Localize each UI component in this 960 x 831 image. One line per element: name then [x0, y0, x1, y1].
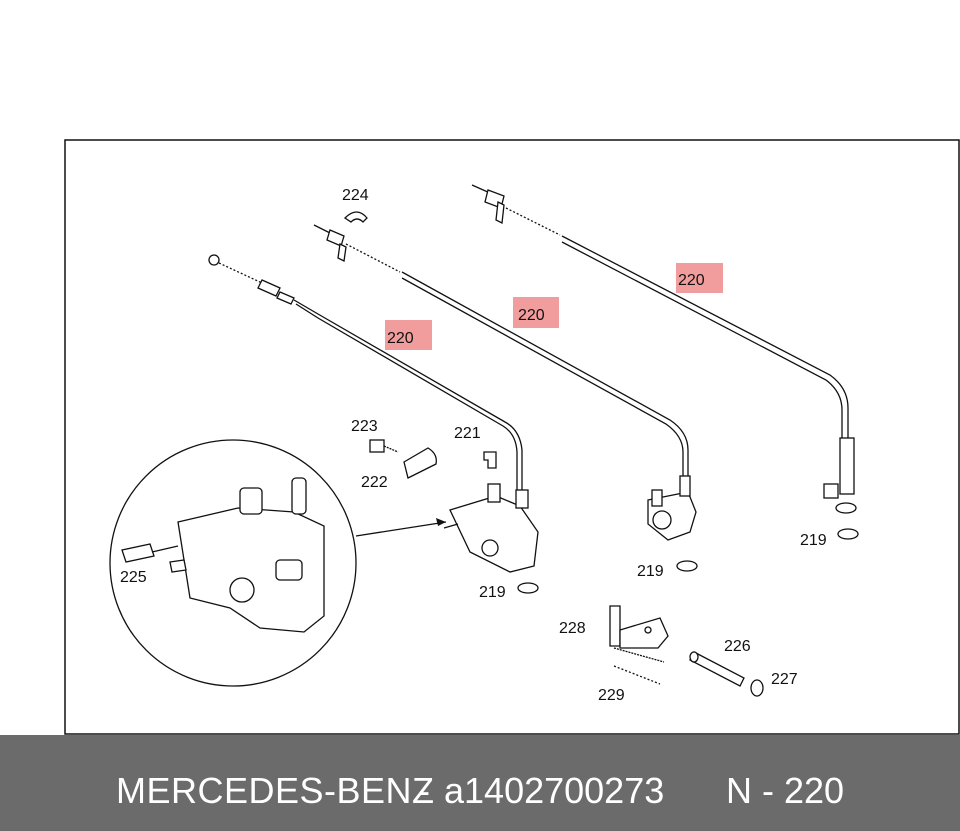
label-227: 227 — [771, 671, 798, 688]
highlight-220-right — [676, 263, 723, 293]
actuator-left — [443, 483, 539, 573]
fitting-right — [835, 502, 857, 514]
ring-227 — [750, 679, 764, 697]
washer-219-left — [517, 582, 539, 594]
label-221: 221 — [454, 425, 481, 442]
label-219-middle: 219 — [637, 563, 664, 580]
actuator-middle — [647, 475, 697, 541]
footer-brand: MERCEDES-BENZ — [116, 770, 435, 811]
label-222: 222 — [361, 474, 388, 491]
bolt-223 — [369, 439, 399, 453]
cable-right — [471, 184, 855, 499]
label-225: 225 — [120, 569, 147, 586]
label-220-left: 220 — [387, 330, 414, 347]
label-220-middle: 220 — [518, 307, 545, 324]
label-224: 224 — [342, 187, 369, 204]
washer-219-right — [837, 528, 859, 540]
label-220-right: 220 — [678, 272, 705, 289]
label-223: 223 — [351, 418, 378, 435]
clip-224 — [343, 211, 368, 223]
cable-left — [208, 254, 523, 490]
pin-226 — [689, 651, 745, 687]
label-226: 226 — [724, 638, 751, 655]
footer-separator: - — [418, 770, 430, 811]
clip-221 — [483, 451, 497, 469]
arrow-head — [436, 518, 446, 526]
bracket-222 — [403, 447, 437, 479]
cable-middle — [313, 224, 689, 485]
footer-bar — [0, 735, 960, 831]
bracket-228 — [609, 605, 669, 663]
label-228: 228 — [559, 620, 586, 637]
label-219-left: 219 — [479, 584, 506, 601]
footer-part-number: a1402700273 — [444, 770, 665, 811]
label-229: 229 — [598, 687, 625, 704]
label-219-right: 219 — [800, 532, 827, 549]
highlight-220-left — [385, 320, 432, 350]
spring-229 — [613, 665, 661, 685]
washer-219-middle — [676, 560, 698, 572]
pointer-arrow — [355, 521, 447, 537]
inset-detail — [109, 439, 357, 687]
highlight-220-middle — [513, 297, 559, 328]
footer-position: N - 220 — [726, 770, 845, 811]
